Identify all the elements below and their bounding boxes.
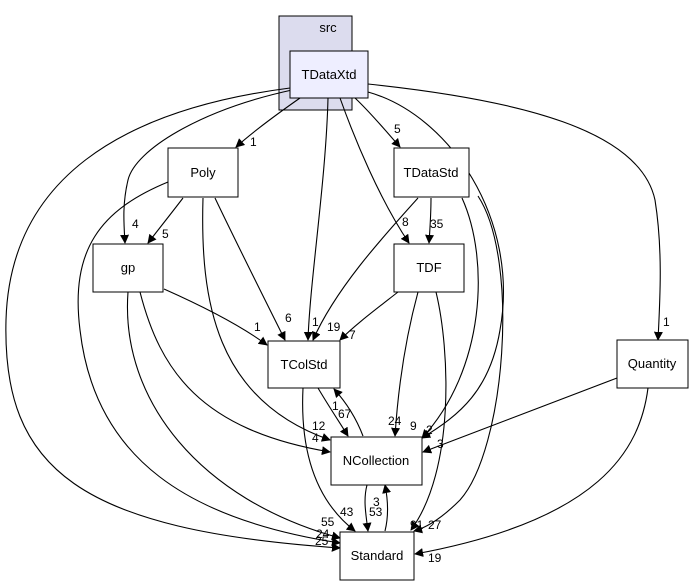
edge-label-poly-tcolstd: 6	[285, 311, 292, 325]
edge-tdataxtd-tdf	[339, 97, 410, 244]
edge-label-quantity-ncollection: 3	[437, 437, 444, 451]
edge-gp-standard	[126, 291, 341, 541]
node-quantity[interactable]: Quantity	[616, 339, 689, 389]
edge-label-tdatastd-ncollection: 2	[426, 423, 433, 437]
edge-label-tdf-ncollection: 24	[388, 414, 402, 428]
edge-quantity-standard	[414, 387, 649, 557]
node-standard[interactable]: Standard	[339, 531, 415, 581]
edge-label-tdataxtd-ncollection: 9	[410, 419, 417, 433]
edge-label-tcolstd-ncollection: 67	[338, 407, 352, 421]
node-gp[interactable]: gp	[92, 243, 164, 293]
node-label-quantity: Quantity	[628, 356, 677, 371]
node-tcolstd[interactable]: TColStd	[267, 340, 341, 389]
edge-label-ncollection-tcolstd: 1	[332, 399, 339, 413]
edge-label-gp-ncollection: 4	[312, 431, 319, 445]
edge-label-tdataxtd-tdf: 8	[402, 215, 409, 229]
edge-tdatastd-ncollection	[421, 197, 479, 439]
node-label-ncollection: NCollection	[343, 453, 409, 468]
node-tdatastd[interactable]: TDataStd	[393, 147, 470, 198]
edge-label-tdataxtd-gp: 4	[132, 217, 139, 231]
edge-poly-standard	[77, 181, 341, 547]
edge-poly-tcolstd	[214, 197, 286, 341]
edge-label-tdatastd-standard: 91	[410, 518, 424, 532]
edge-tdataxtd-tcolstd	[303, 97, 329, 341]
node-label-tdatastd: TDataStd	[404, 165, 459, 180]
edge-tdatastd-standard	[413, 195, 504, 534]
edge-ncollection-standard	[362, 484, 372, 532]
edge-label-poly-ncollection: 12	[312, 419, 326, 433]
edge-tdf-ncollection	[391, 291, 419, 437]
edge-label-gp-standard: 55	[321, 515, 335, 529]
edge-label-poly-standard: 24	[316, 527, 330, 541]
edge-ncollection-tcolstd	[333, 388, 364, 437]
edge-tdatastd-tcolstd	[312, 197, 419, 341]
edge-label-tdf-standard: 27	[428, 518, 442, 532]
node-label-tcolstd: TColStd	[281, 357, 328, 372]
node-tdf[interactable]: TDF	[393, 243, 465, 293]
edge-label-tdataxtd-tdatastd: 5	[394, 122, 401, 136]
edge-tdataxtd-standard	[5, 87, 341, 552]
edge-poly-gp	[147, 197, 184, 244]
edge-label-poly-gp: 5	[162, 227, 169, 241]
edge-label-tcolstd-standard: 43	[340, 505, 354, 519]
node-label-tdf: TDF	[416, 260, 441, 275]
node-label-standard: Standard	[351, 548, 404, 563]
node-ncollection[interactable]: NCollection	[330, 436, 423, 486]
edge-gp-tcolstd	[163, 288, 268, 346]
edge-tdataxtd-gp	[120, 89, 293, 244]
edge-tdataxtd-poly	[235, 97, 301, 148]
node-label-tdataxtd: TDataXtd	[302, 67, 357, 82]
edge-tcolstd-ncollection	[317, 387, 349, 437]
edge-poly-ncollection	[202, 197, 331, 442]
edge-label-tdatastd-tcolstd: 19	[327, 320, 341, 334]
node-label-poly: Poly	[190, 165, 216, 180]
edge-label-ncollection-standard: 53	[369, 505, 383, 519]
cluster-label: src	[319, 20, 337, 35]
node-poly[interactable]: Poly	[167, 147, 239, 198]
edge-label-gp-tcolstd: 1	[254, 320, 261, 334]
edge-tdf-tcolstd	[339, 291, 399, 341]
edge-quantity-ncollection	[422, 377, 618, 454]
edge-label-tdataxtd-poly: 1	[250, 135, 257, 149]
edge-label-quantity-standard: 19	[428, 551, 442, 565]
edge-tdataxtd-quantity	[367, 83, 663, 341]
edge-label-tdataxtd-tcolstd: 1	[312, 315, 319, 329]
edge-label-tdf-tcolstd: 7	[349, 328, 356, 342]
edge-standard-ncollection	[382, 484, 392, 532]
edge-gp-ncollection	[139, 291, 331, 456]
edge-label-standard-ncollection: 3	[373, 495, 380, 509]
edge-tdatastd-tdf	[425, 197, 435, 244]
edge-tdataxtd-tdatastd	[354, 97, 401, 148]
edge-tcolstd-standard	[302, 387, 356, 532]
edge-tdf-standard	[410, 291, 447, 531]
node-tdataxtd[interactable]: TDataXtd	[289, 50, 369, 99]
node-label-gp: gp	[121, 260, 135, 275]
edges: 1 5 4 8 1 1 9 25 5 6 12 24	[5, 83, 670, 565]
edge-label-tdataxtd-standard: 25	[315, 534, 329, 548]
edge-label-tdataxtd-quantity: 1	[663, 315, 670, 329]
edge-label-tdatastd-tdf: 35	[430, 217, 444, 231]
